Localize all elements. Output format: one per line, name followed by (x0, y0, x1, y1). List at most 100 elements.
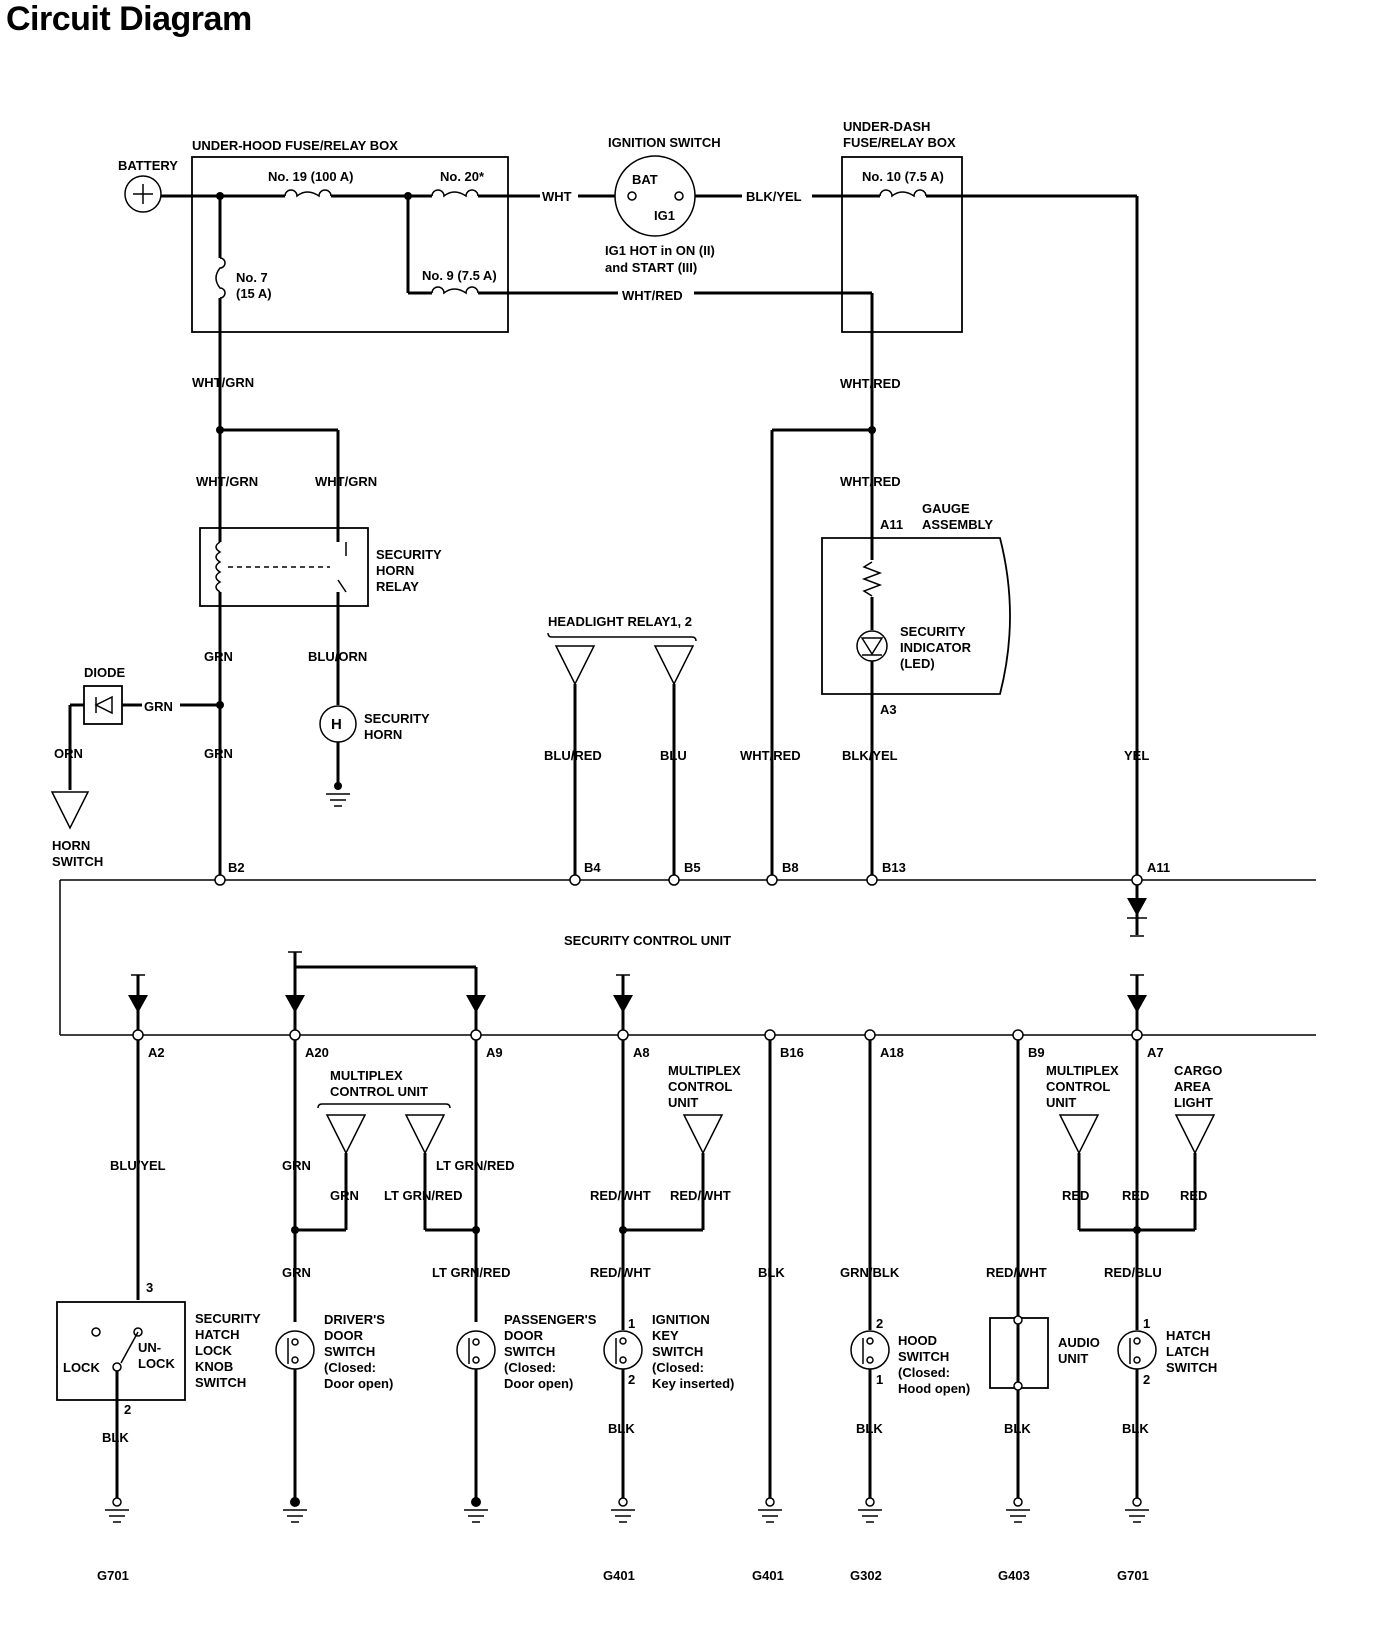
diagram-label: and START (III) (605, 260, 697, 275)
diagram-label: RED/WHT (590, 1265, 651, 1280)
diagram-label: SECURITY (900, 624, 966, 639)
diagram-label: LIGHT (1174, 1095, 1213, 1110)
wire-label-yel: YEL (1124, 748, 1149, 763)
diagram-label: BLK (856, 1421, 883, 1436)
diagram-label: BLU/RED (544, 748, 602, 763)
diagram-label: G701 (1117, 1568, 1149, 1583)
diagram-label: RED (1122, 1188, 1149, 1203)
diagram-label: LOCK (63, 1360, 100, 1375)
diagram-label: BLU/YEL (110, 1158, 166, 1173)
diagram-label: AUDIO (1058, 1335, 1100, 1350)
diagram-label: 1 (876, 1372, 883, 1387)
diagram-label: 1 (628, 1316, 635, 1331)
diagram-label: SWITCH (324, 1344, 375, 1359)
diagram-label: HOOD (898, 1333, 937, 1348)
fuse-7-icon (215, 257, 226, 299)
diagram-label: (LED) (900, 656, 935, 671)
diagram-label: HORN (376, 563, 414, 578)
fuse-9-icon (431, 286, 479, 295)
diagram-label: G403 (998, 1568, 1030, 1583)
diagram-label: SWITCH (52, 854, 103, 869)
fuse-10-icon (879, 189, 927, 198)
diagram-label: AREA (1174, 1079, 1211, 1094)
diagram-label: WHT/RED (740, 748, 801, 763)
hatch-latch-switch: 1 2 HATCH LATCH SWITCH (1117, 1316, 1217, 1387)
fuse-7-rating: (15 A) (236, 286, 272, 301)
diagram-label: G302 (850, 1568, 882, 1583)
diagram-label: B16 (780, 1045, 804, 1060)
diagram-label: 3 (146, 1280, 153, 1295)
diagram-label: MULTIPLEX (668, 1063, 741, 1078)
diagram-label: RED/WHT (986, 1265, 1047, 1280)
ignition-key-switch: 1 2 IGNITION KEY SWITCH (Closed: Key ins… (603, 1312, 734, 1391)
led-icon (856, 630, 888, 662)
headlight-relay-label: HEADLIGHT RELAY1, 2 (548, 614, 692, 629)
diagram-label: HORN (52, 838, 90, 853)
diagram-label: Door open) (324, 1376, 393, 1391)
audio-unit: AUDIO UNIT (989, 1315, 1100, 1391)
ignition-switch-label: IGNITION SWITCH (608, 135, 721, 150)
diagram-label: B2 (228, 860, 245, 875)
diagram-label: GRN (282, 1265, 311, 1280)
diagram-label: ASSEMBLY (922, 517, 993, 532)
page-title: Circuit Diagram (6, 0, 252, 38)
diagram-label: BLU (660, 748, 687, 763)
diagram-label: FUSE/RELAY BOX (843, 135, 956, 150)
diagram-label: RED (1062, 1188, 1089, 1203)
diagram-label: A11 (1147, 860, 1170, 875)
diagram-label: WHT/RED (840, 474, 901, 489)
horn-switch-connector-icon (50, 791, 90, 830)
diagram-label: CONTROL UNIT (330, 1084, 428, 1099)
diagram-label: CARGO (1174, 1063, 1222, 1078)
diagram-label: SWITCH (652, 1344, 703, 1359)
diagram-label: A2 (148, 1045, 165, 1060)
wire-label-wht: WHT (542, 189, 572, 204)
wire-label-wht-red-top: WHT/RED (622, 288, 683, 303)
diagram-label: BLK (1004, 1421, 1031, 1436)
diagram-label: A9 (486, 1045, 503, 1060)
diagram-label: 2 (124, 1402, 131, 1417)
diagram-label: SWITCH (504, 1344, 555, 1359)
fuse-20-label: No. 20* (440, 169, 485, 184)
diagram-label: WHT/GRN (315, 474, 377, 489)
relay-coil-icon (215, 541, 222, 593)
diagram-label: Hood open) (898, 1381, 970, 1396)
diagram-label: UNIT (668, 1095, 698, 1110)
hood-switch: 2 1 HOOD SWITCH (Closed: Hood open) (850, 1316, 970, 1396)
diagram-label: LT GRN/RED (432, 1265, 510, 1280)
diagram-label: BLK (758, 1265, 785, 1280)
diagram-label: SECURITY (376, 547, 442, 562)
diagram-label: 2 (628, 1372, 635, 1387)
headlight-relay-2-icon (653, 645, 695, 686)
diagram-label: HATCH (195, 1327, 240, 1342)
diode-icon (94, 695, 113, 715)
diagram-label: UN- (138, 1340, 161, 1355)
fuse-20-icon (431, 189, 479, 198)
diagram-label: KEY (652, 1328, 679, 1343)
diagram-label: A3 (880, 702, 897, 717)
scu-label: SECURITY CONTROL UNIT (564, 933, 731, 948)
diagram-label: BLU/ORN (308, 649, 367, 664)
diagram-label: RED/BLU (1104, 1265, 1162, 1280)
diagram-label: BLK (102, 1430, 129, 1445)
diagram-label: GAUGE (922, 501, 970, 516)
diagram-label: PASSENGER'S (504, 1312, 597, 1327)
diagram-label: MULTIPLEX (330, 1068, 403, 1083)
diagram-label: UNDER-DASH (843, 119, 930, 134)
diagram-label: LOCK (138, 1356, 175, 1371)
diagram-label: GRN (204, 746, 233, 761)
diagram-label: RED (1180, 1188, 1207, 1203)
diagram-label: INDICATOR (900, 640, 972, 655)
diagram-label: UNIT (1046, 1095, 1076, 1110)
diagram-label: HATCH (1166, 1328, 1211, 1343)
diagram-label: CONTROL (668, 1079, 732, 1094)
diagram-label: A7 (1147, 1045, 1164, 1060)
diagram-label: (Closed: (652, 1360, 704, 1375)
under-dash-fuse-relay-box: UNDER-DASH FUSE/RELAY BOX No. 10 (7.5 A) (841, 119, 963, 333)
diagram-label: IG1 (654, 208, 675, 223)
wire-label-wht-grn: WHT/GRN (192, 375, 254, 390)
diagram-label: (Closed: (324, 1360, 376, 1375)
diagram-label: MULTIPLEX (1046, 1063, 1119, 1078)
diagram-label: IG1 HOT in ON (II) (605, 243, 715, 258)
security-control-unit: SECURITY CONTROL UNIT (59, 879, 1316, 1036)
